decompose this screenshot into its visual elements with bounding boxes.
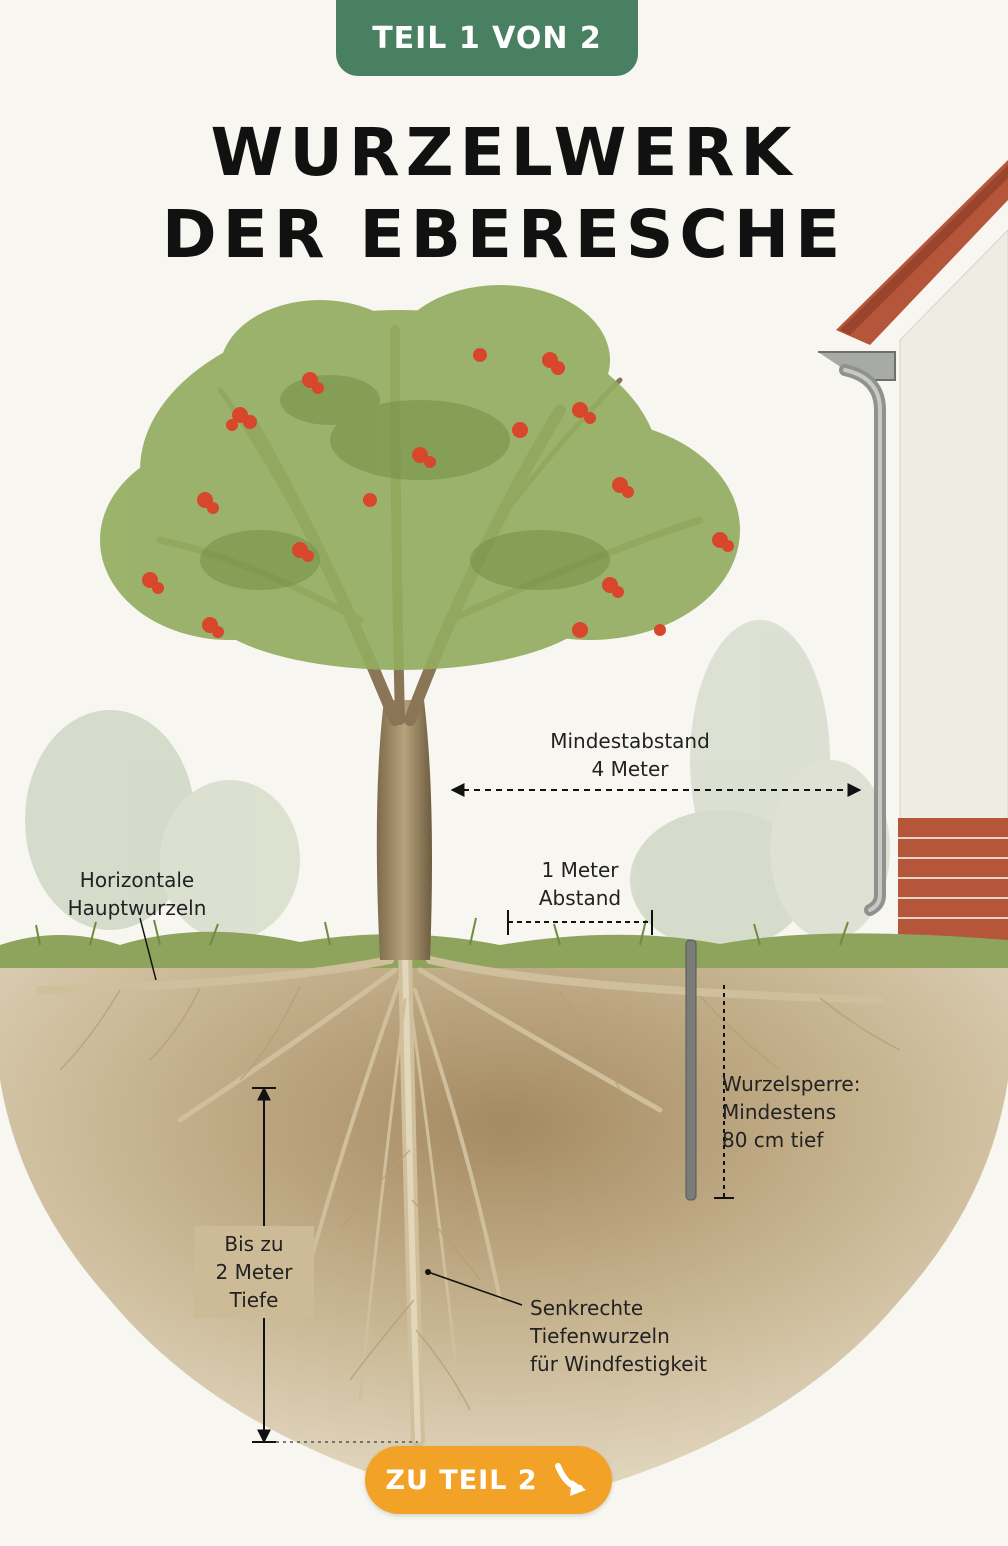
label-tap-roots: Senkrechte Tiefenwurzeln für Windfestigk… bbox=[530, 1296, 707, 1376]
arrow-down-right-icon bbox=[554, 1463, 586, 1496]
label-depth: Bis zu 2 Meter Tiefe bbox=[194, 1226, 314, 1318]
tree-canopy-shade bbox=[200, 375, 610, 590]
title-line-2: DER EBERESCHE bbox=[161, 196, 847, 273]
part-badge: TEIL 1 VON 2 bbox=[336, 0, 638, 76]
house bbox=[818, 160, 1008, 941]
label-root-barrier: Wurzelsperre: Mindestens 80 cm tief bbox=[722, 1072, 861, 1152]
next-part-button[interactable]: ZU TEIL 2 bbox=[365, 1446, 612, 1514]
background-shrubs bbox=[25, 620, 890, 950]
label-horizontal-roots: Horizontale Hauptwurzeln bbox=[67, 868, 207, 920]
rowan-berries bbox=[142, 348, 734, 638]
next-part-label: ZU TEIL 2 bbox=[385, 1464, 538, 1496]
grass bbox=[0, 931, 1008, 968]
soil bbox=[0, 962, 1008, 1500]
tree-roots bbox=[36, 943, 884, 1447]
root-barrier bbox=[685, 939, 697, 1201]
tap-roots-leader bbox=[427, 1271, 523, 1306]
title-line-1: WURZELWERK bbox=[210, 114, 798, 191]
grass-blades bbox=[35, 917, 849, 946]
label-one-meter: 1 Meter Abstand bbox=[538, 858, 622, 910]
page-title: WURZELWERK DER EBERESCHE bbox=[0, 112, 1008, 276]
part-badge-label: TEIL 1 VON 2 bbox=[372, 20, 602, 56]
horizontal-roots-leader bbox=[139, 917, 157, 981]
fine-roots bbox=[59, 985, 901, 1411]
label-min-distance: Mindestabstand 4 Meter bbox=[550, 729, 710, 781]
tree-trunk bbox=[376, 700, 432, 960]
